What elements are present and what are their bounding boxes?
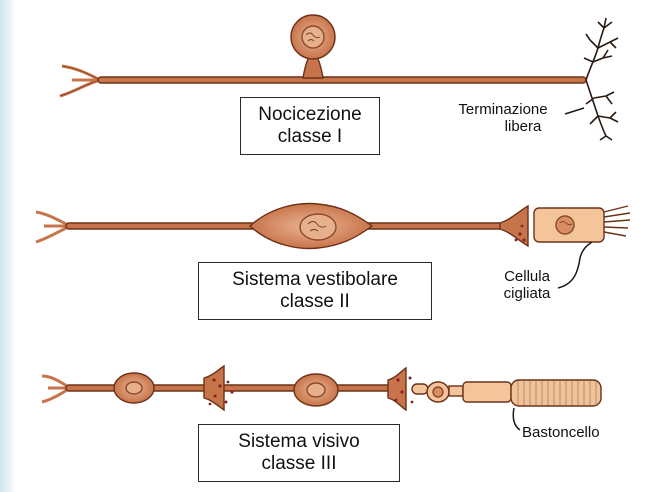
dendrite-left-class-2-icon — [36, 212, 70, 242]
synapse-class-3-b — [388, 368, 413, 410]
callout-rod: Bastoncello — [522, 424, 634, 441]
axon-class-1 — [98, 77, 586, 83]
nucleus-class-2 — [300, 214, 336, 240]
callout-free-ending: Terminazione libera — [438, 101, 568, 135]
callout-hair-cell: Cellula cigliata — [492, 268, 562, 302]
neuron-class-2 — [36, 204, 630, 249]
dendrite-left-class-1-icon — [60, 66, 100, 96]
label-line-1: Nocicezione — [258, 104, 362, 126]
callout-line-2: libera — [438, 118, 568, 135]
label-line-2: classe III — [262, 453, 337, 475]
rod-cell-icon — [412, 380, 601, 406]
hair-cell-icon — [534, 206, 630, 242]
callout-line-1: Terminazione — [438, 101, 568, 118]
label-line-2: classe II — [280, 291, 350, 313]
callout-line-2: cigliata — [492, 285, 562, 302]
callout-line-1: Bastoncello — [522, 424, 634, 441]
label-line-1: Sistema visivo — [238, 431, 359, 453]
neuron-class-3 — [42, 366, 601, 410]
label-box-class-2: Sistema vestibolare classe II — [198, 262, 432, 320]
label-line-1: Sistema vestibolare — [232, 269, 398, 291]
label-line-2: classe I — [278, 126, 342, 148]
label-box-class-3: Sistema visivo classe III — [198, 424, 400, 482]
free-nerve-ending-icon — [584, 18, 618, 140]
label-box-class-1: Nocicezione classe I — [240, 97, 380, 155]
leader-rod — [513, 408, 520, 430]
nucleus-class-1 — [302, 26, 324, 48]
callout-line-1: Cellula — [492, 268, 562, 285]
leader-hair-cell — [558, 242, 592, 288]
